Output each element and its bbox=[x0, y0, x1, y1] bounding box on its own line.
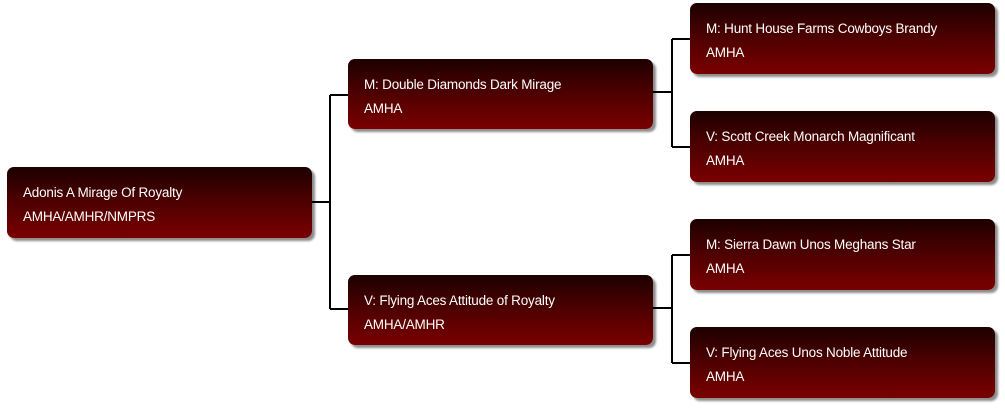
node-dam-dam[interactable]: M: Hunt House Farms Cowboys Brandy AMHA bbox=[690, 3, 995, 74]
node-sire-name: V: Flying Aces Attitude of Royalty bbox=[364, 293, 555, 308]
node-subject-registry: AMHA/AMHR/NMPRS bbox=[23, 209, 156, 224]
node-dam-registry: AMHA bbox=[364, 101, 403, 116]
node-dam-dam-registry: AMHA bbox=[706, 45, 745, 60]
node-sire-dam-name: M: Sierra Dawn Unos Meghans Star bbox=[706, 237, 916, 252]
node-sire-sire-registry: AMHA bbox=[706, 369, 745, 384]
node-sire-sire-name: V: Flying Aces Unos Noble Attitude bbox=[706, 345, 908, 360]
node-dam-sire-name: V: Scott Creek Monarch Magnificant bbox=[706, 129, 915, 144]
node-sire-dam-registry: AMHA bbox=[706, 261, 745, 276]
node-dam-sire-registry: AMHA bbox=[706, 153, 745, 168]
node-subject[interactable]: Adonis A Mirage Of Royalty AMHA/AMHR/NMP… bbox=[7, 167, 312, 238]
node-subject-name: Adonis A Mirage Of Royalty bbox=[23, 185, 183, 200]
node-dam-dam-name: M: Hunt House Farms Cowboys Brandy bbox=[706, 21, 938, 36]
node-sire-dam[interactable]: M: Sierra Dawn Unos Meghans Star AMHA bbox=[690, 219, 995, 290]
node-dam-sire[interactable]: V: Scott Creek Monarch Magnificant AMHA bbox=[690, 111, 995, 182]
node-dam[interactable]: M: Double Diamonds Dark Mirage AMHA bbox=[348, 59, 653, 129]
node-dam-name: M: Double Diamonds Dark Mirage bbox=[364, 77, 562, 92]
node-sire-sire[interactable]: V: Flying Aces Unos Noble Attitude AMHA bbox=[690, 327, 995, 398]
node-sire[interactable]: V: Flying Aces Attitude of Royalty AMHA/… bbox=[348, 275, 653, 345]
node-sire-registry: AMHA/AMHR bbox=[364, 317, 445, 332]
